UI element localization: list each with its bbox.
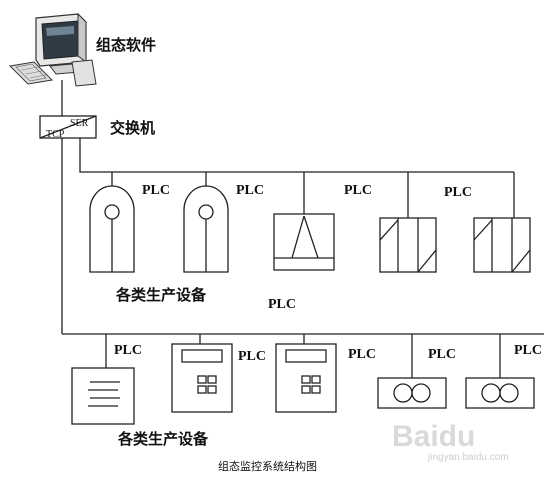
row1-plc-1: PLC [142,183,170,198]
diagram-caption: 组态监控系统结构图 [218,459,317,473]
row2-plc-2: PLC [238,349,266,364]
row1-device-3 [273,172,335,271]
row1-device-2 [183,172,229,273]
switch-port-ser: SER [70,118,89,129]
bus-row1 [79,138,514,173]
row2-plc-3: PLC [348,347,376,362]
row2-plc-4: PLC [428,347,456,362]
row2-group-label: 各类生产设备 [117,430,209,448]
row1-device-4 [379,172,437,273]
switch-port-tcp: TCP [46,129,65,140]
row2-device-1 [71,334,135,425]
row1-plc-2: PLC [236,183,264,198]
row1-plc-4: PLC [444,185,472,200]
row2-device-3 [275,334,337,413]
row2-plc-1: PLC [114,343,142,358]
row2-device-4 [377,334,447,409]
row2-device-2 [171,334,233,413]
row1-plc-3: PLC [344,183,372,198]
watermark-brand: Baidu [392,420,475,453]
switch-label: 交换机 [110,119,155,137]
row2-plc-5: PLC [514,343,542,358]
row1-group-label: 各类生产设备 [115,286,207,304]
computer-icon [8,12,97,87]
row2-device-5 [465,334,535,409]
row1-extra-plc: PLC [268,297,296,312]
watermark-sub: jingyan.baidu.com [427,452,509,463]
baidu-watermark: Baidu jingyan.baidu.com [392,420,509,463]
switch-icon [39,115,97,139]
computer-label: 组态软件 [96,36,156,54]
row1-device-1 [89,172,135,273]
row1-device-5 [473,172,531,273]
